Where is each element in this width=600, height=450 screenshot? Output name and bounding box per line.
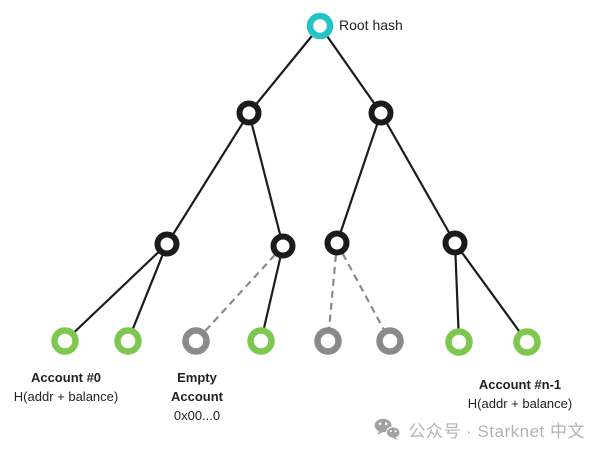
node-account-0 (51, 327, 79, 355)
edge-i3-l2 (126, 243, 169, 342)
wechat-watermark: 公众号 · Starknet 中文 (374, 417, 585, 442)
empty-account-label-line: Empty (177, 370, 217, 385)
edge-i5-l6 (336, 242, 391, 342)
node-internal-2 (368, 100, 394, 126)
empty-account-label-line: Account (171, 389, 223, 404)
account-n-1-label-line: H(addr + balance) (467, 396, 573, 411)
watermark-text: 公众号 · Starknet 中文 (408, 422, 585, 441)
edge-i6-l8 (454, 242, 528, 343)
node-internal-1 (236, 100, 262, 126)
node-internal-4 (270, 233, 296, 259)
node-internal-5 (324, 230, 350, 256)
node-internal-6 (442, 230, 468, 256)
node-account-n-1 (513, 328, 541, 356)
account-0-label: Account #0 H(addr + balance) (14, 368, 118, 406)
edge-i5-l5 (326, 242, 339, 342)
edge-root-i1 (248, 25, 321, 114)
node-account-2 (247, 327, 275, 355)
edge-i6-l7 (453, 242, 461, 343)
node-empty-account-a (182, 327, 210, 355)
edge-i2-i5 (335, 112, 383, 244)
node-account-1 (114, 327, 142, 355)
empty-account-label-line: 0x00...0 (173, 408, 221, 423)
edge-i2-i6 (380, 112, 456, 244)
edge-i1-i4 (247, 112, 285, 247)
node-internal-3 (154, 231, 180, 257)
edge-i1-i3 (166, 112, 250, 245)
account-0-label-line: H(addr + balance) (13, 389, 119, 404)
node-root-hash (306, 12, 334, 40)
node-empty-account-b (314, 327, 342, 355)
edge-i4-l4 (259, 245, 285, 342)
edge-i3-l1 (64, 243, 168, 342)
node-account-n-2 (445, 328, 473, 356)
edge-root-i2 (319, 25, 382, 114)
node-empty-account-c (376, 327, 404, 355)
account-n-1-label-line: Account #n-1 (478, 377, 562, 392)
edge-i4-l3 (195, 245, 284, 342)
wechat-icon (375, 418, 401, 441)
root-hash-label: Root hash (339, 17, 403, 33)
account-0-label-line: Account #0 (30, 370, 102, 385)
